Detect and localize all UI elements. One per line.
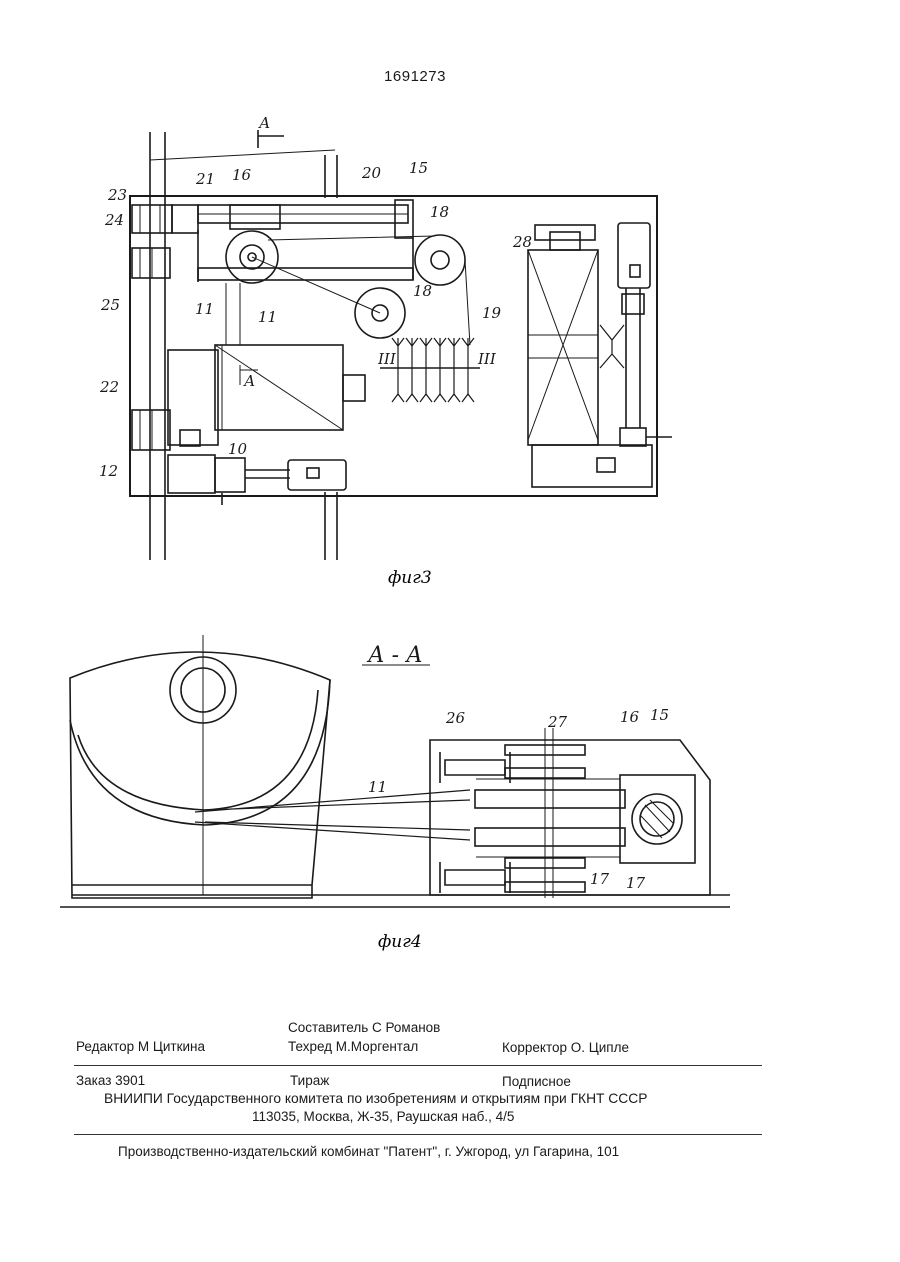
address: 113035, Москва, Ж-35, Раушская наб., 4/5 <box>252 1109 514 1124</box>
label-26: 26 <box>445 709 466 727</box>
figure-4-labels: А - А 26 27 16 15 11 17 17 фиг4 <box>0 0 900 960</box>
divider-top <box>74 1065 762 1066</box>
figure-4-caption: фиг4 <box>378 932 422 952</box>
compiler-credit: Составитель С Романов <box>288 1020 440 1035</box>
divider-bottom <box>74 1134 762 1135</box>
section-title-aa: А - А <box>366 643 423 668</box>
label-17-right: 17 <box>626 874 646 892</box>
label-17-left: 17 <box>590 870 610 888</box>
techred-credit: Техред М.Моргентал <box>288 1039 418 1054</box>
label-11: 11 <box>368 778 387 796</box>
circulation: Тираж <box>290 1073 329 1088</box>
editor-credit: Редактор М Циткина <box>76 1039 205 1054</box>
label-16: 16 <box>620 708 640 726</box>
publisher: Производственно-издательский комбинат "П… <box>118 1144 619 1159</box>
order-number: Заказ 3901 <box>76 1073 145 1088</box>
institute: ВНИИПИ Государственного комитета по изоб… <box>104 1091 647 1106</box>
label-15: 15 <box>650 706 669 724</box>
label-27: 27 <box>547 713 568 731</box>
corrector-credit: Корректор О. Ципле <box>502 1040 629 1055</box>
subscription: Подписное <box>502 1074 571 1089</box>
